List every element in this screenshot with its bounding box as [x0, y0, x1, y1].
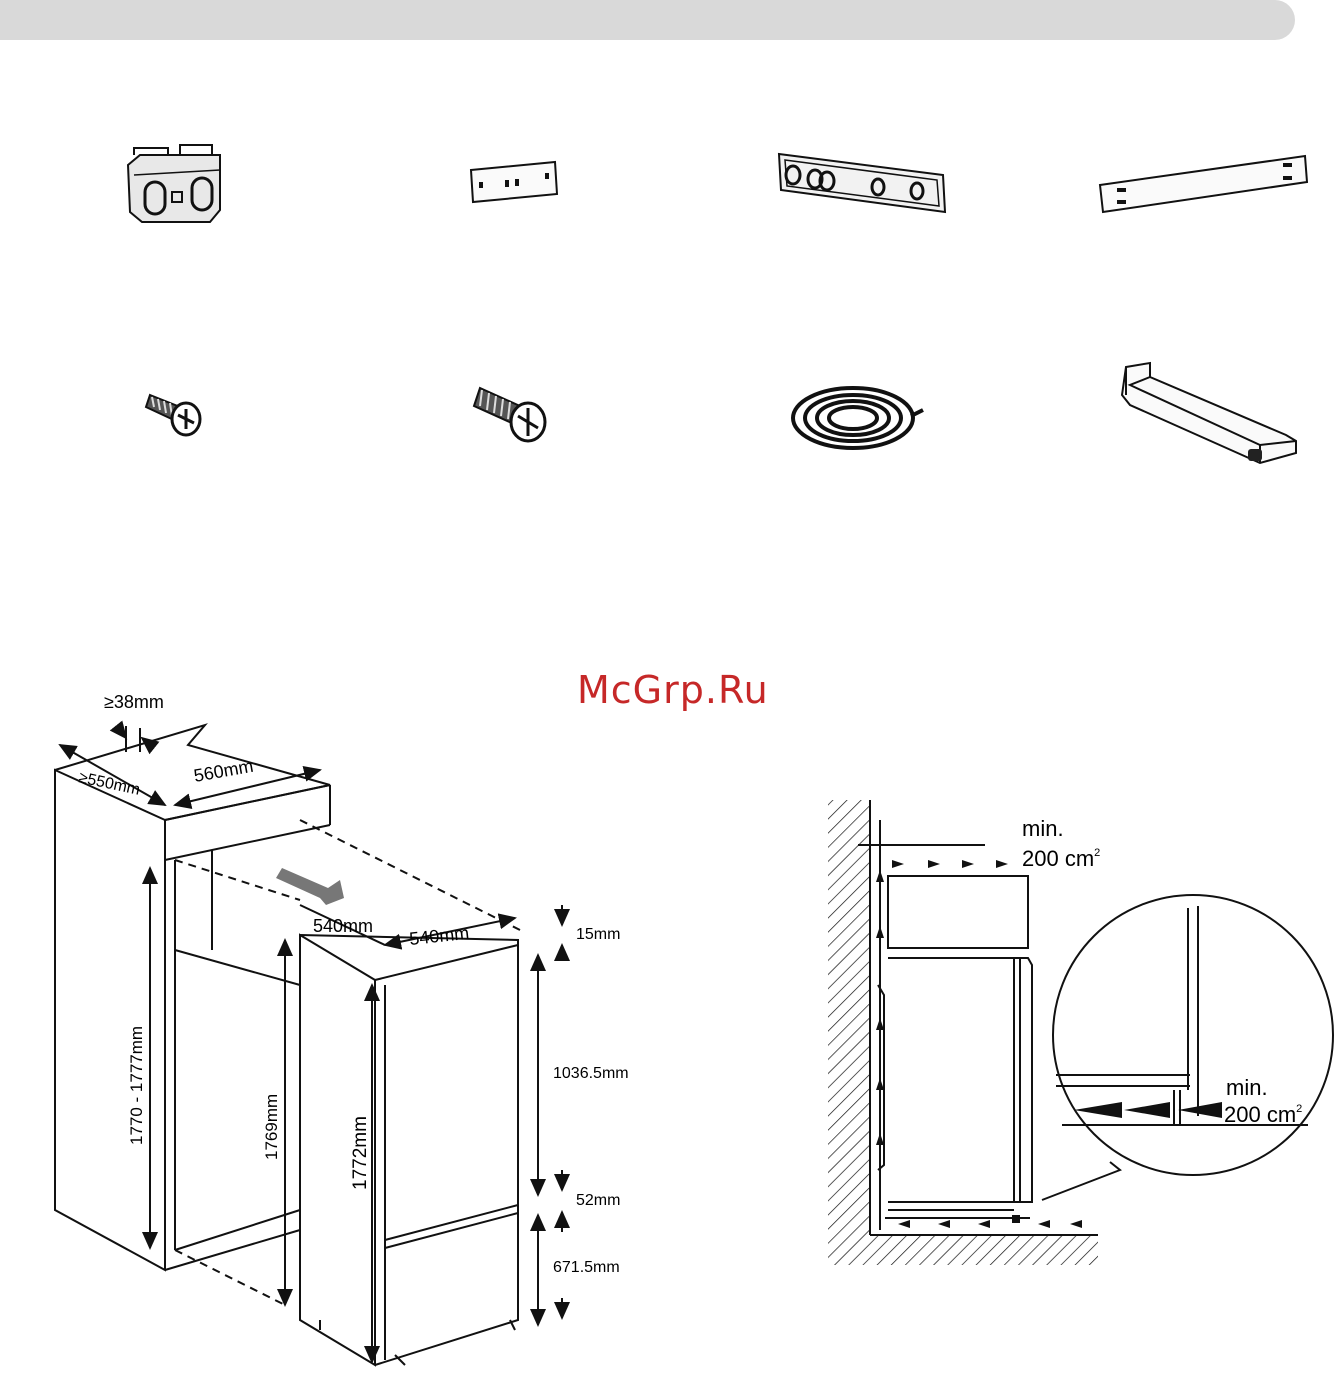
ventilation-diagram: min. 200 cm2 min. 200 cm2 [800, 790, 1341, 1280]
long-plate-part [1095, 150, 1320, 220]
door-gap-label: 52mm [576, 1192, 620, 1209]
angle-bracket-part [1110, 355, 1305, 470]
cabinet-width-label: 560mm [192, 756, 255, 786]
appliance-depth-label: 540mm [313, 916, 373, 936]
top-vent-min-label: min. [1022, 816, 1064, 841]
appliance-front-height-label: 1772mm [350, 1116, 371, 1190]
appliance-side-height-label: 1769mm [262, 1094, 281, 1160]
lower-door-height-label: 671.5mm [553, 1259, 620, 1276]
upper-door-height-label: 1036.5mm [553, 1065, 629, 1082]
bottom-vent-area-label: 200 cm2 [1224, 1102, 1302, 1127]
cabinet-dimension-diagram: ≥38mm ≥550mm 560mm 540mm 540mm 15mm 1770… [0, 0, 700, 1377]
top-vent-area-label: 200 cm2 [1022, 846, 1100, 871]
sealing-tape-coil-part [785, 380, 930, 455]
top-gap-label: 15mm [576, 926, 620, 943]
niche-height-label: 1770 - 1777mm [127, 1026, 146, 1145]
bottom-vent-min-label: min. [1226, 1075, 1268, 1100]
gap-top-label: ≥38mm [104, 692, 164, 712]
appliance-width-label: 540mm [408, 923, 470, 949]
rail-strip-part [775, 150, 955, 220]
